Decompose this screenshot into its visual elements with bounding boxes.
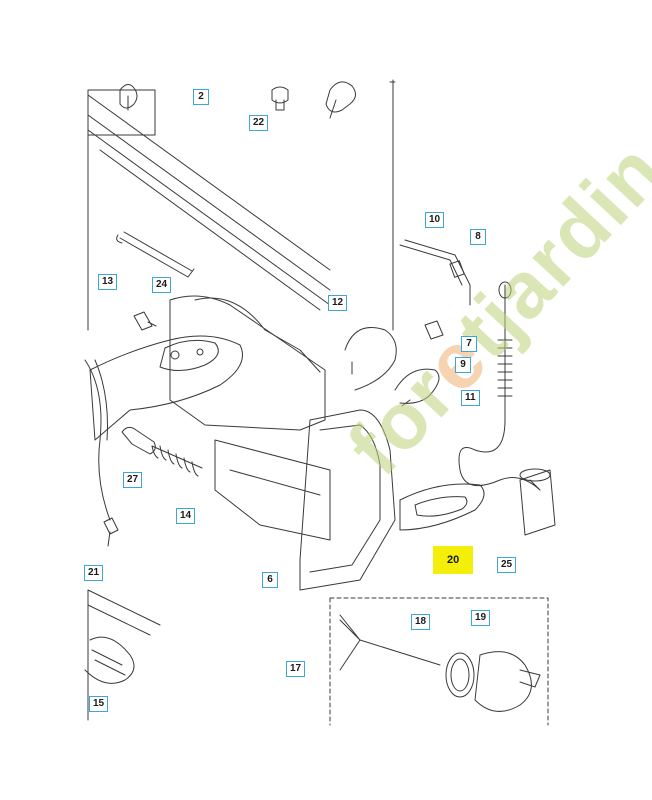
plate-6 xyxy=(214,439,331,541)
part-label-9[interactable]: 9 xyxy=(455,357,471,373)
lever-hole-1 xyxy=(170,350,180,360)
spring-14 xyxy=(151,445,203,477)
lever-hole-2 xyxy=(196,348,204,356)
fitting-8 xyxy=(449,260,465,278)
part-label-15[interactable]: 15 xyxy=(89,696,109,712)
ring-19-inner xyxy=(450,658,470,692)
ring-19 xyxy=(445,652,475,698)
part-label-27[interactable]: 27 xyxy=(123,472,143,488)
top-fitting xyxy=(119,84,138,111)
clip-12 xyxy=(344,327,397,391)
housing-top xyxy=(194,297,321,373)
cable-end-9 xyxy=(498,281,512,299)
filter-top-25 xyxy=(519,468,551,482)
screw-22 xyxy=(271,86,289,111)
part-label-22[interactable]: 22 xyxy=(249,115,269,131)
assembly-19 xyxy=(474,651,541,712)
housing-body xyxy=(169,295,326,431)
vertical-edge xyxy=(389,79,396,331)
part-label-11[interactable]: 11 xyxy=(461,390,480,406)
detail-box xyxy=(329,597,549,726)
cover-20 xyxy=(399,483,485,531)
part-label-13[interactable]: 13 xyxy=(98,274,118,290)
arm-left xyxy=(84,359,111,521)
part-label-24[interactable]: 24 xyxy=(152,277,172,293)
part-label-6[interactable]: 6 xyxy=(262,572,278,588)
part-label-21[interactable]: 21 xyxy=(84,565,104,581)
part-label-7[interactable]: 7 xyxy=(461,336,477,352)
frame-box xyxy=(87,89,156,331)
frame-rail xyxy=(87,94,331,311)
part-label-14[interactable]: 14 xyxy=(176,508,196,524)
bolt-13 xyxy=(116,231,195,278)
fitting-7 xyxy=(424,320,444,340)
lever-slot xyxy=(159,339,219,371)
clip-11 xyxy=(394,368,440,407)
part-label-12[interactable]: 12 xyxy=(328,295,348,311)
screw-24 xyxy=(133,311,157,331)
spring-15 xyxy=(84,636,135,684)
part-label-2[interactable]: 2 xyxy=(193,89,209,105)
part-label-18[interactable]: 18 xyxy=(411,614,431,630)
part-label-25[interactable]: 25 xyxy=(497,557,517,573)
part-label-10[interactable]: 10 xyxy=(425,212,445,228)
side-cover-inner xyxy=(309,424,381,573)
part-label-17[interactable]: 17 xyxy=(286,661,306,677)
top-link xyxy=(325,81,356,119)
bushing-27 xyxy=(121,426,156,455)
lever-left xyxy=(89,335,243,441)
part-label-19[interactable]: 19 xyxy=(471,610,491,626)
filter-25 xyxy=(519,469,556,536)
bar-lower xyxy=(87,589,161,721)
side-cover xyxy=(299,409,396,591)
part-label-8[interactable]: 8 xyxy=(470,229,486,245)
part-label-20-highlighted[interactable]: 20 xyxy=(433,546,474,574)
rod-18 xyxy=(339,614,441,671)
screw-21 xyxy=(103,517,119,547)
spring-9 xyxy=(497,339,513,397)
cable-9 xyxy=(458,284,541,491)
